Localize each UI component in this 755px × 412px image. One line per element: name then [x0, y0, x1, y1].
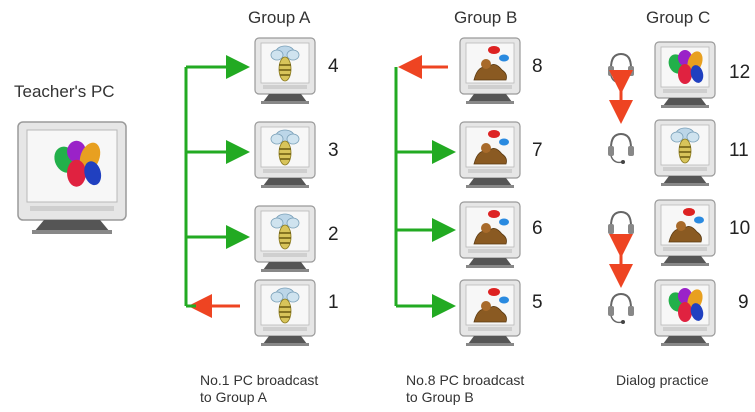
pc-number-9: 9 [738, 292, 749, 313]
caption-group-b-line1: No.8 PC broadcast [406, 372, 525, 388]
pc-9-monitor-icon [654, 279, 716, 347]
pc-8-monitor-icon [459, 37, 521, 105]
caption-group-a: No.1 PC broadcast to Group A [200, 372, 318, 406]
caption-group-b-line2: to Group B [406, 389, 474, 405]
group-a-title: Group A [248, 8, 311, 27]
pc-number-6: 6 [532, 218, 543, 239]
pc-number-12: 12 [729, 62, 751, 83]
pc-1-monitor-icon [254, 279, 316, 347]
caption-group-a-line1: No.1 PC broadcast [200, 372, 319, 388]
caption-group-b: No.8 PC broadcast to Group B [406, 372, 524, 406]
caption-group-a-line2: to Group A [200, 389, 267, 405]
pc-number-3: 3 [328, 140, 339, 161]
pc-number-8: 8 [532, 56, 543, 77]
teacher-pc-monitor-icon [17, 121, 127, 235]
pc-number-5: 5 [532, 292, 543, 313]
pc-number-4: 4 [328, 56, 339, 77]
pc-6-monitor-icon [459, 201, 521, 269]
group-c-title: Group C [646, 8, 711, 27]
pc-number-10: 10 [729, 218, 751, 239]
pc-7-monitor-icon [459, 121, 521, 189]
pc-4-monitor-icon [254, 37, 316, 105]
headset-icon-12 [607, 53, 635, 85]
pc-number-11: 11 [729, 140, 749, 161]
pc-5-monitor-icon [459, 279, 521, 347]
teacher-label: Teacher's PC [14, 82, 115, 101]
headset-icon-10 [607, 211, 635, 243]
pc-10-monitor-icon [654, 199, 716, 267]
pc-2-monitor-icon [254, 205, 316, 273]
caption-group-c: Dialog practice [616, 372, 709, 389]
headset-icon-9 [607, 293, 635, 325]
pc-number-2: 2 [328, 224, 339, 245]
pc-11-monitor-icon [654, 119, 716, 187]
pc-12-monitor-icon [654, 41, 716, 109]
pc-number-1: 1 [328, 292, 339, 313]
pc-number-7: 7 [532, 140, 543, 161]
pc-3-monitor-icon [254, 121, 316, 189]
group-b-title: Group B [454, 8, 518, 27]
caption-group-c-line1: Dialog practice [616, 372, 709, 388]
headset-icon-11 [607, 133, 635, 165]
